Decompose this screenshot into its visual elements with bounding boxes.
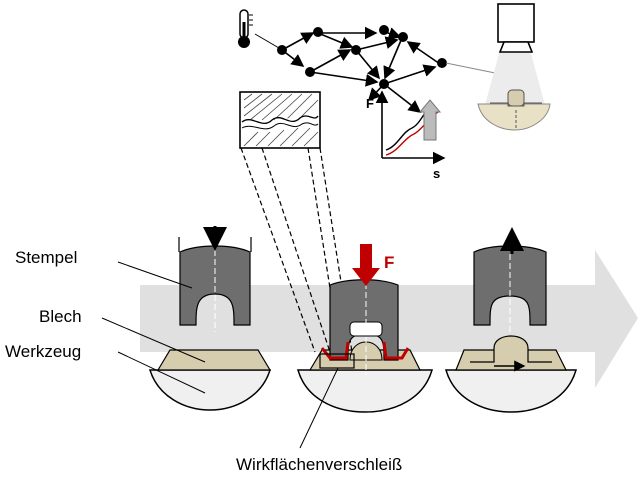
stage-1: [148, 226, 272, 411]
stage-3: [445, 227, 577, 413]
wear-zone: [320, 341, 410, 360]
thermometer-icon: [238, 9, 253, 48]
microstructure-icon: [239, 91, 321, 149]
chart-y-axis-label: F: [366, 96, 374, 111]
sheet-1: [156, 349, 272, 371]
die-1: [148, 369, 272, 411]
label-blech: Blech: [39, 307, 82, 326]
label-leader-lines: [101, 261, 339, 449]
force-displacement-chart-icon: F s: [366, 90, 446, 181]
label-stempel: Stempel: [15, 248, 77, 267]
die-2: [297, 369, 433, 413]
label-werkzeug: Werkzeug: [5, 342, 81, 361]
stage-2: F: [297, 244, 433, 413]
network-nodes: [277, 25, 447, 89]
force-label: F: [384, 253, 394, 272]
camera-icon: [477, 3, 551, 131]
die-3: [445, 369, 577, 413]
chart-x-axis-label: s: [433, 166, 440, 181]
force-arrow-icon: [352, 244, 380, 286]
label-wirkflaechenverschleiss: Wirkflächenverschleiß: [236, 455, 402, 474]
